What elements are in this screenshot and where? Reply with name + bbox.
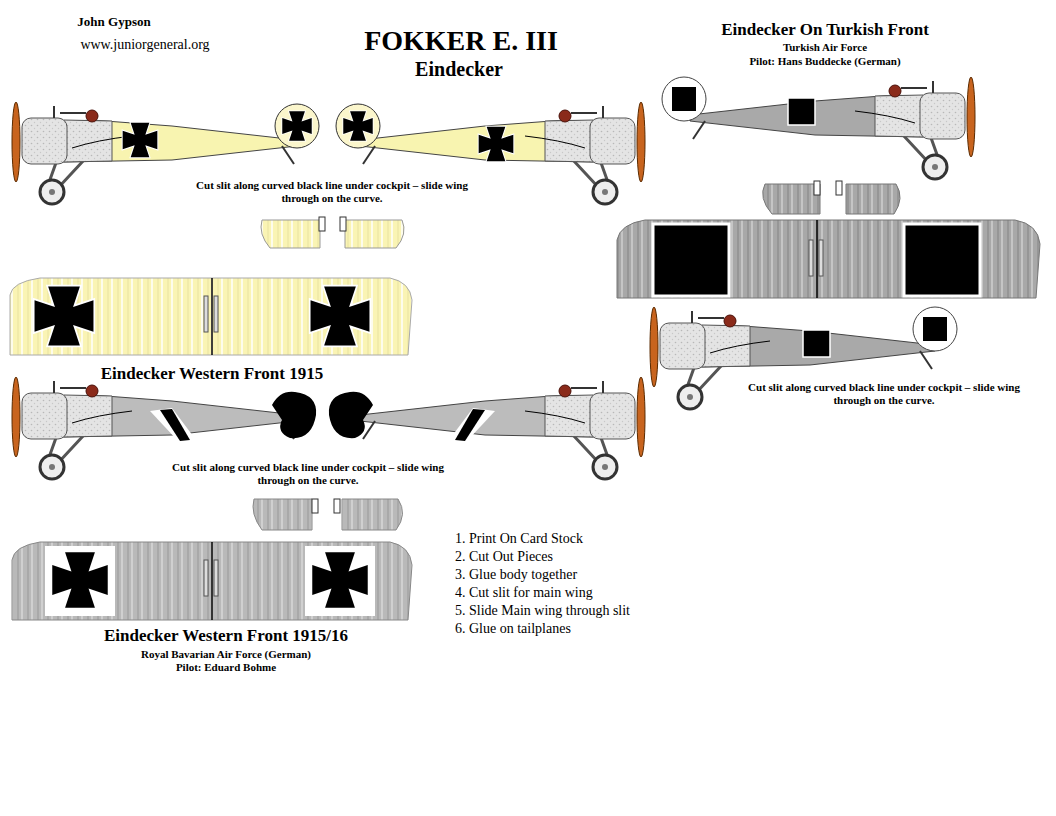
assembly-step: 4. Cut slit for main wing [455,585,593,602]
section-heading: Eindecker On Turkish Front [721,20,929,40]
section-heading: Eindecker Western Front 1915/16 [104,626,348,646]
sheet-subtitle: Eindecker [415,57,503,81]
section-note: Turkish Air Force [783,41,867,54]
cut-instruction: Cut slit along curved black line under c… [734,381,1034,407]
grey-tailplane [253,499,403,530]
cut-instruction: Cut slit along curved black line under c… [182,179,482,205]
sheet-title: FOKKER E. III [364,24,558,58]
turkish-tailplane [763,181,900,214]
cut-instruction: Cut slit along curved black line under c… [158,461,458,487]
section-note: Pilot: Hans Buddecke (German) [749,55,900,68]
assembly-step: 1. Print On Card Stock [455,531,583,548]
assembly-step: 6. Glue on tailplanes [455,621,571,638]
assembly-step: 2. Cut Out Pieces [455,549,553,566]
grey-wing [12,542,412,620]
yellow-wing [10,278,412,355]
turkish-wing [617,220,1040,298]
turkish-fuselage-bottom [650,307,957,409]
yellow-tailplane [261,217,404,248]
section-note: Royal Bavarian Air Force (German) [141,648,311,661]
turkish-fuselage-top [662,77,975,179]
assembly-step: 3. Glue body together [455,567,577,584]
section-heading: Eindecker Western Front 1915 [101,364,323,384]
assembly-step: 5. Slide Main wing through slit [455,603,630,620]
website: www.juniorgeneral.org [80,37,209,54]
author-name: John Gypson [77,14,150,30]
section-note: Pilot: Eduard Bohme [176,661,276,674]
